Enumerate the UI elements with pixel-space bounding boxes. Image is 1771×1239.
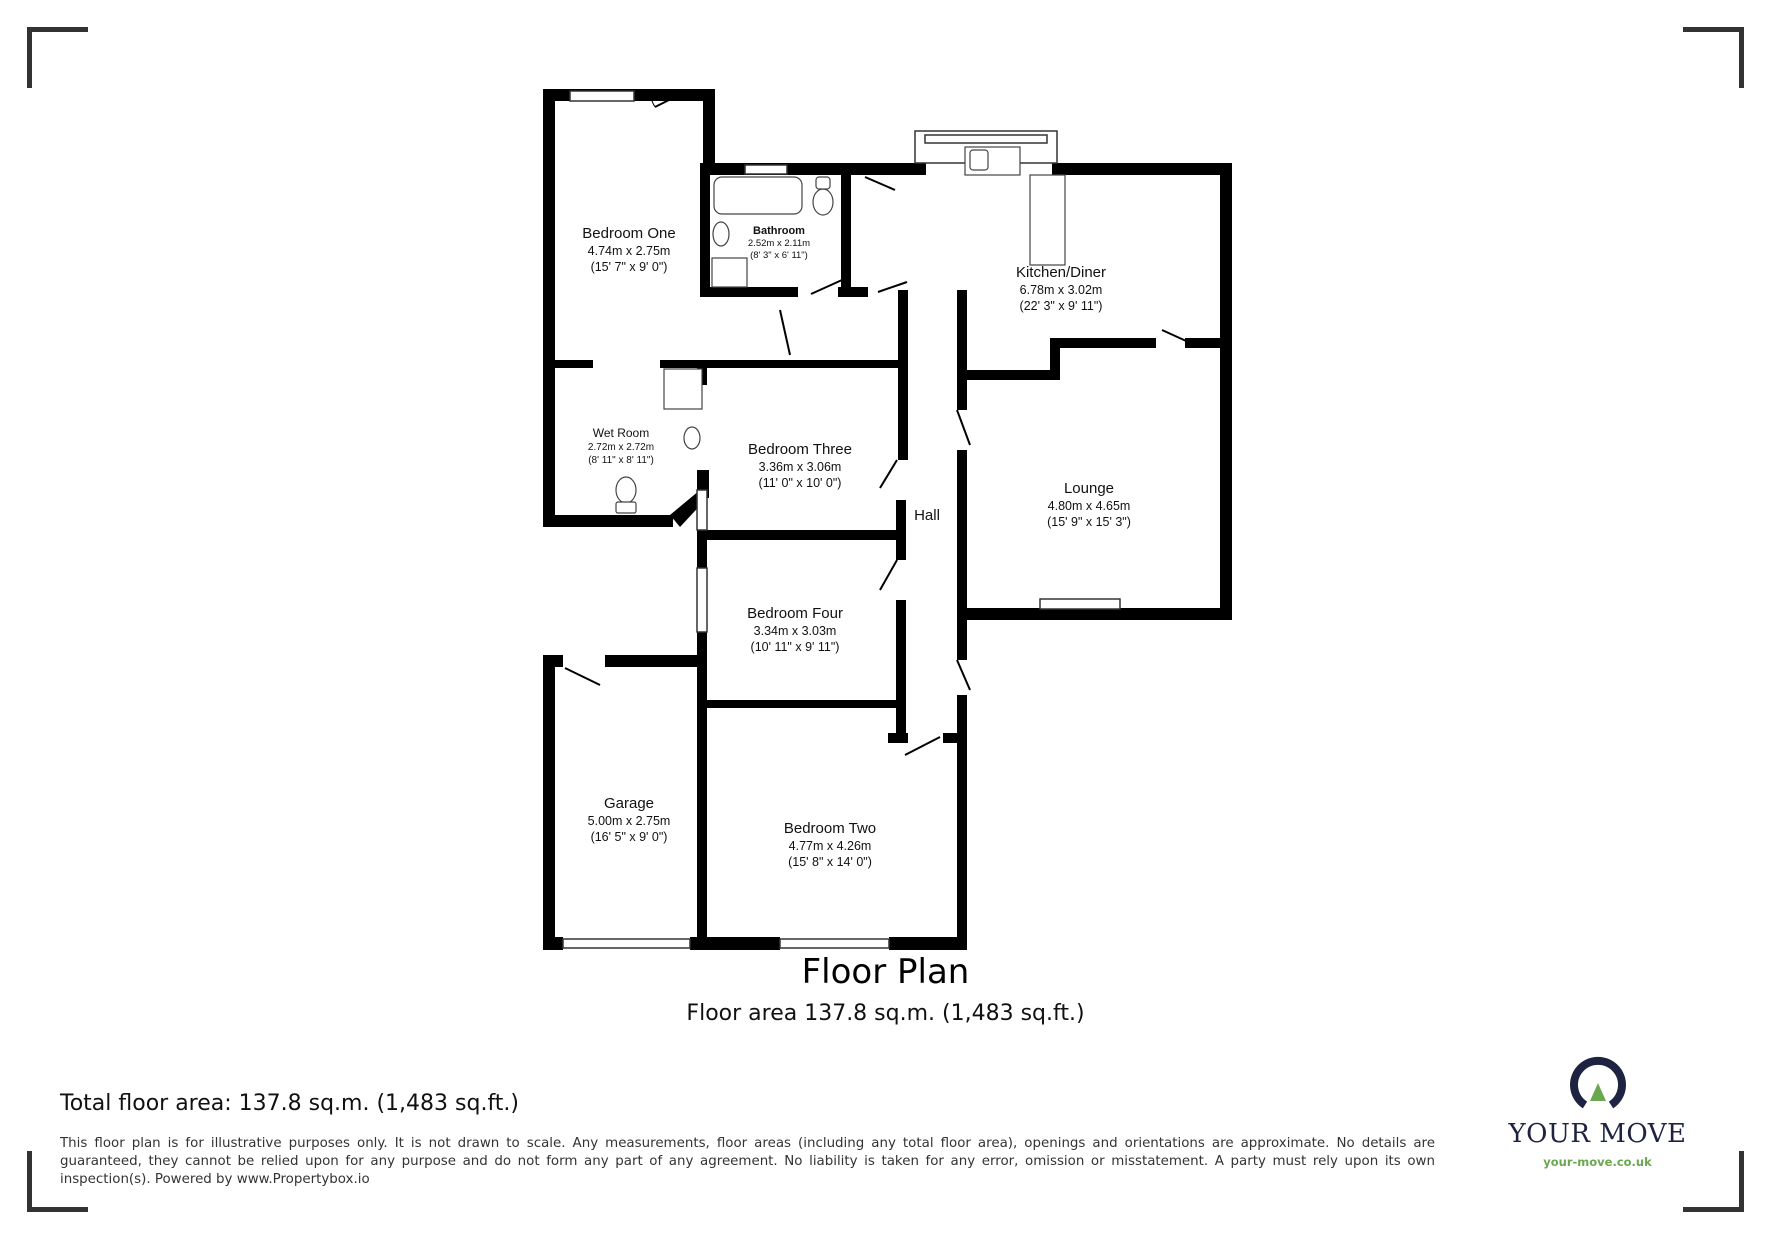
room-bedroom-one: Bedroom One 4.74m x 2.75m (15' 7" x 9' 0… bbox=[582, 225, 675, 274]
room-garage: Garage 5.00m x 2.75m (16' 5" x 9' 0") bbox=[588, 795, 671, 844]
svg-text:Bedroom One: Bedroom One bbox=[582, 225, 675, 242]
basin-icon bbox=[712, 221, 730, 247]
brand-logo: YOUR MOVE your-move.co.uk bbox=[1505, 1053, 1690, 1169]
svg-text:Bedroom Four: Bedroom Four bbox=[747, 605, 843, 622]
svg-text:4.77m x 4.26m: 4.77m x 4.26m bbox=[789, 839, 872, 853]
room-lounge: Lounge 4.80m x 4.65m (15' 9" x 15' 3") bbox=[1047, 480, 1131, 529]
svg-text:Bathroom: Bathroom bbox=[753, 225, 805, 237]
svg-text:3.36m x 3.06m: 3.36m x 3.06m bbox=[759, 460, 842, 474]
wet-room-shower-icon bbox=[663, 368, 703, 410]
svg-text:Bedroom Three: Bedroom Three bbox=[748, 441, 852, 458]
doors bbox=[564, 90, 1196, 756]
worktop bbox=[1029, 174, 1066, 266]
svg-text:(8' 3" x 6' 11"): (8' 3" x 6' 11") bbox=[750, 250, 808, 261]
svg-text:2.72m x 2.72m: 2.72m x 2.72m bbox=[588, 442, 654, 453]
svg-text:Lounge: Lounge bbox=[1064, 480, 1114, 497]
svg-text:(10' 11" x 9' 11"): (10' 11" x 9' 11") bbox=[751, 640, 840, 654]
wet-room-basin-icon bbox=[683, 426, 701, 450]
svg-text:4.80m x 4.65m: 4.80m x 4.65m bbox=[1048, 499, 1131, 513]
room-hall: Hall bbox=[914, 507, 940, 524]
plan-title: Floor Plan bbox=[801, 952, 970, 992]
toilet-icon bbox=[812, 188, 834, 216]
total-floor-area: Total floor area: 137.8 sq.m. (1,483 sq.… bbox=[60, 1091, 520, 1116]
room-bedroom-three: Bedroom Three 3.36m x 3.06m (11' 0" x 10… bbox=[748, 441, 852, 490]
svg-text:Bedroom Two: Bedroom Two bbox=[784, 820, 876, 837]
room-bedroom-two: Bedroom Two 4.77m x 4.26m (15' 8" x 14' … bbox=[784, 820, 876, 869]
walls bbox=[543, 89, 1232, 950]
fixtures bbox=[615, 146, 1066, 514]
svg-text:(16' 5" x 9' 0"): (16' 5" x 9' 0") bbox=[591, 830, 668, 844]
crop-mark-top-right bbox=[1683, 27, 1744, 88]
svg-text:(15' 7" x 9' 0"): (15' 7" x 9' 0") bbox=[591, 260, 668, 274]
svg-text:(15' 9" x 15' 3"): (15' 9" x 15' 3") bbox=[1047, 515, 1131, 529]
disclaimer-text: This floor plan is for illustrative purp… bbox=[60, 1136, 1435, 1187]
svg-text:2.52m x 2.11m: 2.52m x 2.11m bbox=[748, 238, 810, 249]
svg-text:(11' 0" x 10' 0"): (11' 0" x 10' 0") bbox=[759, 476, 842, 490]
shower-tray-icon bbox=[711, 257, 748, 288]
room-wet-room: Wet Room 2.72m x 2.72m (8' 11" x 8' 11") bbox=[588, 426, 654, 466]
room-kitchen-diner: Kitchen/Diner 6.78m x 3.02m (22' 3" x 9'… bbox=[1016, 264, 1106, 313]
brand-name: YOUR MOVE bbox=[1508, 1119, 1687, 1149]
svg-text:3.34m x 3.03m: 3.34m x 3.03m bbox=[754, 624, 837, 638]
crop-mark-bottom-right bbox=[1683, 1151, 1744, 1212]
svg-text:(15' 8" x 14' 0"): (15' 8" x 14' 0") bbox=[788, 855, 872, 869]
crop-mark-bottom-left bbox=[27, 1151, 88, 1212]
svg-text:Garage: Garage bbox=[604, 795, 654, 812]
room-bathroom: Bathroom 2.52m x 2.11m (8' 3" x 6' 11") bbox=[748, 225, 810, 261]
crop-mark-top-left bbox=[27, 27, 88, 88]
svg-text:Wet Room: Wet Room bbox=[593, 426, 649, 440]
svg-text:Kitchen/Diner: Kitchen/Diner bbox=[1016, 264, 1106, 281]
wet-room-toilet-icon bbox=[615, 476, 637, 504]
svg-text:4.74m x 2.75m: 4.74m x 2.75m bbox=[588, 244, 671, 258]
svg-text:(8' 11" x 8' 11"): (8' 11" x 8' 11") bbox=[588, 455, 654, 466]
svg-text:6.78m x 3.02m: 6.78m x 3.02m bbox=[1020, 283, 1103, 297]
your-move-logo-icon bbox=[1569, 1056, 1626, 1109]
svg-text:(22' 3" x 9' 11"): (22' 3" x 9' 11") bbox=[1020, 299, 1103, 313]
svg-text:Hall: Hall bbox=[914, 507, 940, 524]
plan-floor-area: Floor area 137.8 sq.m. (1,483 sq.ft.) bbox=[686, 1001, 1085, 1026]
brand-url[interactable]: your-move.co.uk bbox=[1543, 1155, 1652, 1169]
svg-text:5.00m x 2.75m: 5.00m x 2.75m bbox=[588, 814, 671, 828]
room-bedroom-four: Bedroom Four 3.34m x 3.03m (10' 11" x 9'… bbox=[747, 605, 843, 654]
bathtub-icon bbox=[713, 176, 803, 215]
